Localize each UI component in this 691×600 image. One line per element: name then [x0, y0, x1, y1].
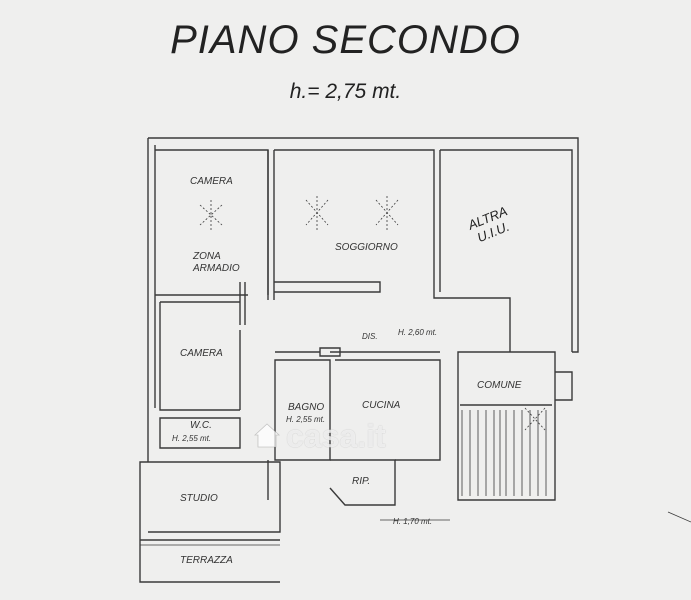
room-label-studio: STUDIO: [180, 493, 218, 504]
room-label-cucina: CUCINA: [362, 400, 401, 411]
wc-height: H. 2,55 mt.: [172, 434, 212, 443]
soggiorno-walls: [274, 149, 511, 352]
house-icon: [253, 423, 281, 448]
room-label-comune: COMUNE: [477, 380, 522, 391]
room-label-rip: RIP.: [352, 476, 371, 487]
plan-subtitle: h.= 2,75 mt.: [289, 80, 402, 103]
plan-title: PIANO SECONDO: [170, 18, 521, 62]
camera-2-walls: [159, 302, 240, 411]
studio-walls: [148, 461, 281, 533]
bagno-height: H. 2,55 mt.: [286, 415, 326, 424]
watermark: casa.it: [286, 418, 386, 454]
room-label-soggiorno: SOGGIORNO: [335, 242, 398, 253]
comune-walls: [457, 351, 556, 501]
cucina-walls: [335, 359, 441, 461]
room-label-zona: ZONA: [193, 251, 221, 262]
room-label-dis: DIS.: [362, 332, 378, 341]
room-label-wc: W.C.: [190, 420, 212, 431]
rip-walls: [329, 459, 396, 506]
room-label-armadio: ARMADIO: [193, 263, 240, 274]
wc-walls: [159, 417, 241, 449]
room-label-camera-2: CAMERA: [180, 348, 223, 359]
dis-height: H. 2,60 mt.: [398, 328, 438, 337]
room-label-camera-1: CAMERA: [190, 176, 233, 187]
rip-height: H. 1,70 mt.: [393, 517, 433, 526]
room-label-bagno: BAGNO: [288, 402, 325, 413]
outer-wall: [148, 137, 579, 353]
room-label-terrazza: TERRAZZA: [180, 555, 233, 566]
